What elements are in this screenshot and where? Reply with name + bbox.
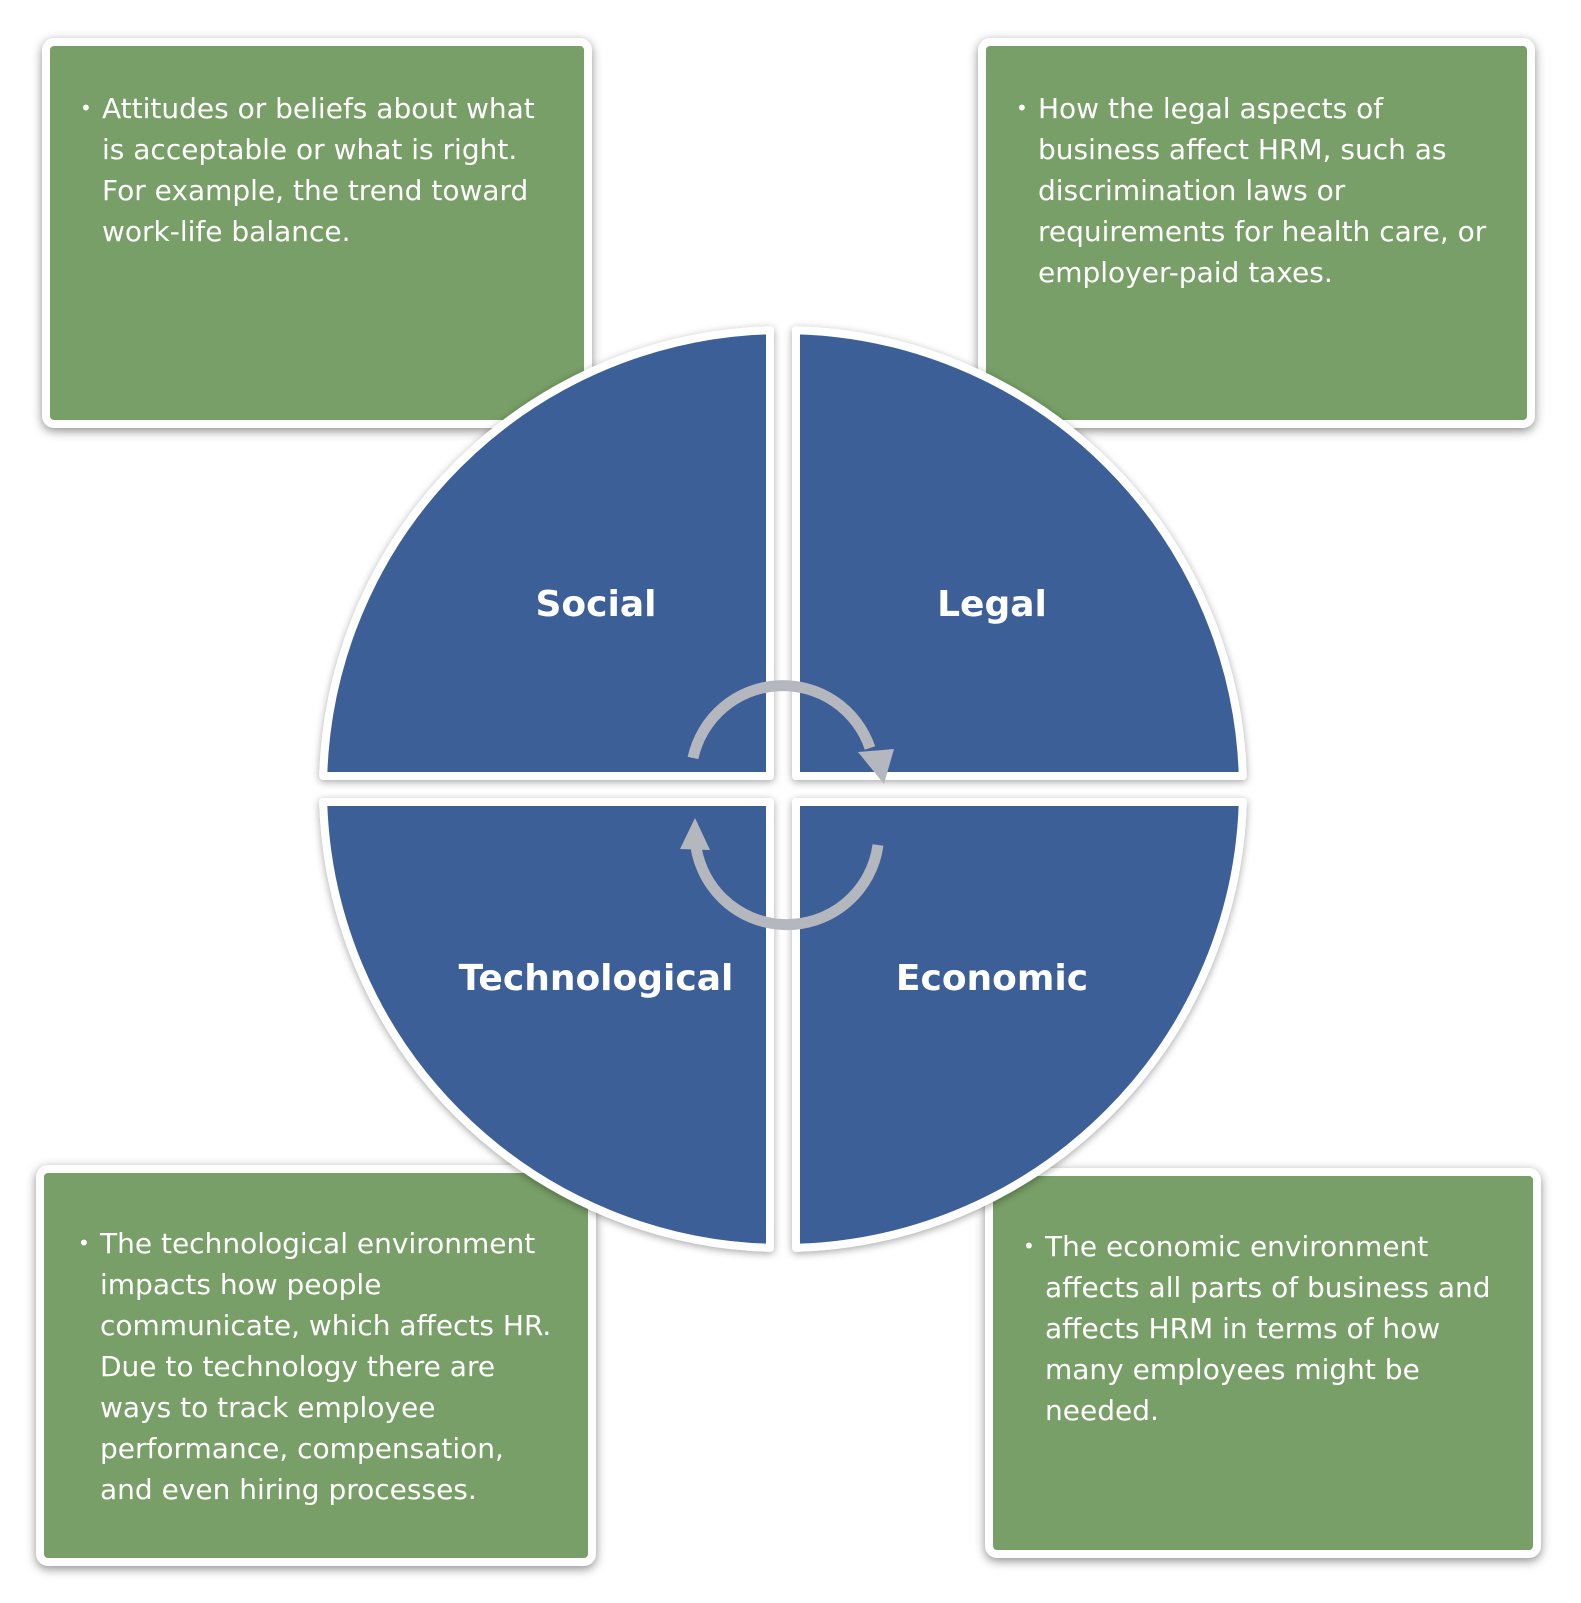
label-technological: Technological: [459, 958, 734, 999]
technological-description-box: The technological environment impacts ho…: [36, 1165, 596, 1566]
label-economic: Economic: [896, 958, 1088, 999]
economic-description-box: The economic environment affects all par…: [985, 1168, 1541, 1558]
cycle-arrow-top-head: [858, 749, 894, 784]
social-description: Attitudes or beliefs about what is accep…: [80, 88, 542, 252]
label-social: Social: [536, 584, 657, 625]
cycle-arrow-icon: [680, 680, 894, 931]
legal-description-box: How the legal aspects of business affect…: [978, 38, 1535, 428]
cycle-arrow-top: [687, 680, 876, 760]
legal-description: How the legal aspects of business affect…: [1016, 88, 1497, 293]
quadrant-legal: [792, 326, 1247, 780]
cycle-arrow-bottom-head: [680, 818, 710, 850]
quadrant-social: [319, 326, 774, 780]
quadrant-economic: [792, 798, 1247, 1252]
label-legal: Legal: [937, 584, 1047, 625]
cycle-arrow-bottom: [689, 837, 884, 931]
social-description-box: Attitudes or beliefs about what is accep…: [42, 38, 592, 428]
technological-description: The technological environment impacts ho…: [78, 1223, 558, 1510]
economic-description: The economic environment affects all par…: [1023, 1226, 1503, 1431]
quadrant-technological: [319, 798, 774, 1252]
